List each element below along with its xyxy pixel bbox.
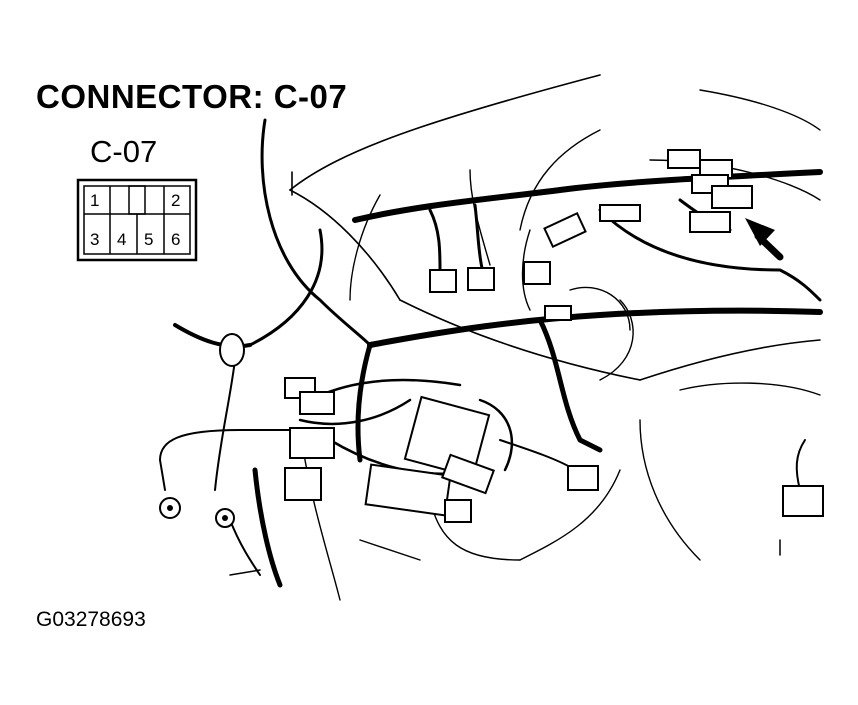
connector-label: C-07 bbox=[90, 134, 158, 169]
pin-6-label: 6 bbox=[171, 230, 180, 249]
pin-4-label: 4 bbox=[117, 230, 126, 249]
pin-2-label: 2 bbox=[171, 191, 180, 210]
pin-5-label: 5 bbox=[144, 230, 153, 249]
diagram-title: CONNECTOR: C-07 bbox=[36, 78, 348, 115]
pin-3-label: 3 bbox=[90, 230, 99, 249]
pin-1-label: 1 bbox=[90, 191, 99, 210]
figure-id: G03278693 bbox=[36, 608, 146, 631]
locator-arrow bbox=[745, 218, 784, 261]
